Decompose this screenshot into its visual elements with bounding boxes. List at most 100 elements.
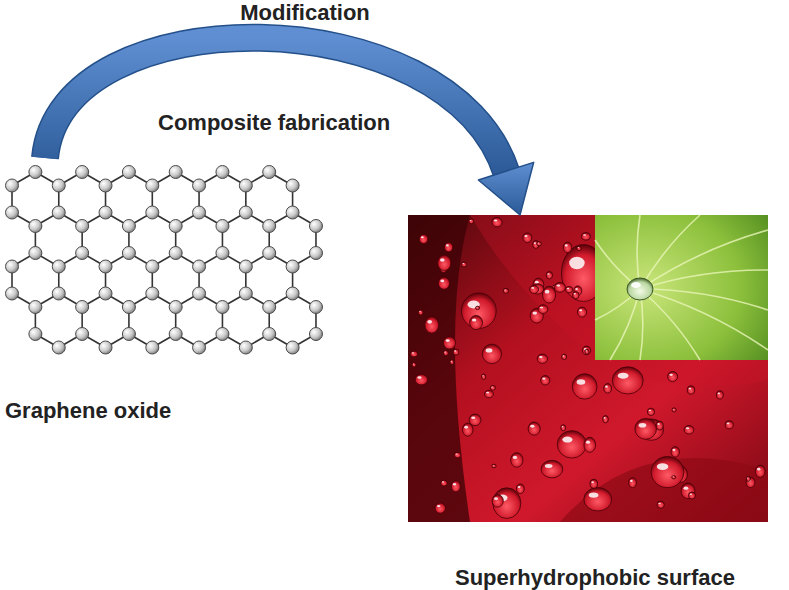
droplet-shine <box>605 386 608 388</box>
lattice-atom <box>76 301 89 314</box>
lattice-atom <box>169 166 182 179</box>
droplet-shine <box>649 410 652 412</box>
water-droplet <box>503 288 508 293</box>
lattice-atom <box>216 301 229 314</box>
droplet-shine <box>583 234 586 236</box>
droplet-shine <box>562 426 564 427</box>
lattice-atom <box>122 247 135 260</box>
water-droplet <box>542 286 555 303</box>
droplet-shine <box>669 374 673 376</box>
droplet-shine <box>464 426 468 429</box>
lattice-atom <box>29 247 42 260</box>
droplet-shine <box>672 476 673 478</box>
droplet-shine <box>421 236 424 238</box>
droplet-shine <box>686 427 689 429</box>
droplet-shine <box>569 257 585 270</box>
lattice-atom <box>146 206 159 219</box>
droplet-shine <box>657 463 669 470</box>
droplet-shine <box>454 350 456 351</box>
water-droplet <box>451 481 460 492</box>
water-droplet <box>561 425 566 431</box>
droplet-shine <box>530 425 534 428</box>
droplet-shine <box>451 361 452 362</box>
water-droplet <box>492 495 503 508</box>
water-droplet <box>688 492 695 499</box>
water-droplet <box>418 310 423 315</box>
lattice-atom <box>216 328 229 341</box>
water-droplet <box>635 418 657 439</box>
lattice-atom <box>263 220 276 233</box>
water-droplet <box>537 354 548 363</box>
droplet-shine <box>577 379 586 385</box>
water-droplet <box>412 362 416 366</box>
droplet-shine <box>535 281 539 284</box>
droplet-shine <box>539 356 543 358</box>
droplet-shine <box>727 423 730 425</box>
lattice-atom <box>29 328 42 341</box>
lattice-atom <box>193 179 206 192</box>
process-arrow <box>45 38 534 215</box>
lattice-atom <box>146 260 159 273</box>
droplet-shine <box>589 493 599 498</box>
droplet-shine <box>591 481 594 483</box>
lattice-atom <box>169 247 182 260</box>
water-droplet <box>523 233 532 243</box>
petal-photo <box>408 215 768 522</box>
water-droplet <box>577 307 586 317</box>
droplet-shine <box>673 408 674 410</box>
lattice-atom <box>99 287 112 300</box>
water-droplet <box>657 501 664 508</box>
lattice-atom <box>6 179 19 192</box>
water-droplet <box>410 351 417 357</box>
droplet-shine <box>747 478 748 479</box>
droplet-shine <box>574 293 576 295</box>
lattice-atom <box>6 206 19 219</box>
droplet-shine <box>657 423 659 425</box>
droplet-shine <box>545 290 550 294</box>
droplet-shine <box>658 503 661 505</box>
water-droplet <box>582 346 591 355</box>
droplet-shine <box>639 423 647 428</box>
water-droplet <box>603 416 609 423</box>
water-droplet <box>537 242 542 246</box>
water-droplet <box>557 431 586 458</box>
water-droplet <box>482 374 486 379</box>
droplet-shine <box>540 307 543 309</box>
lattice-atom <box>146 287 159 300</box>
droplet-shine <box>470 220 472 221</box>
lattice-atom <box>193 287 206 300</box>
droplet-shine <box>683 486 688 489</box>
lattice-atom <box>99 341 112 354</box>
droplet-shine <box>462 263 464 264</box>
water-droplet <box>554 282 565 292</box>
lattice-atom <box>309 301 322 314</box>
lattice-atom <box>6 260 19 273</box>
leaf-veins <box>595 215 768 360</box>
water-droplet <box>563 242 572 253</box>
water-droplet <box>647 408 654 415</box>
droplet-shine <box>440 258 445 261</box>
leaf-vein <box>640 270 768 289</box>
water-droplet <box>672 476 676 479</box>
droplet-shine <box>618 373 629 379</box>
droplet-shine <box>545 464 553 468</box>
leaf-droplet <box>627 278 653 300</box>
droplet-shine <box>437 505 441 507</box>
water-droplet <box>573 292 580 299</box>
lattice-atom <box>263 328 276 341</box>
water-droplet <box>419 234 428 243</box>
water-droplet <box>516 484 524 494</box>
droplet-shine <box>412 352 415 353</box>
droplet-shine <box>579 309 582 311</box>
lattice-atom <box>52 206 65 219</box>
lattice-atom <box>286 206 299 219</box>
droplet-shine <box>427 320 432 324</box>
water-droplet <box>746 476 750 481</box>
droplet-shine <box>518 486 521 488</box>
droplet-shine <box>562 437 572 443</box>
lattice-atom <box>263 301 276 314</box>
lattice-atom <box>122 220 135 233</box>
water-droplet <box>671 447 679 457</box>
lattice-figure: Graphene oxide <box>0 158 330 423</box>
